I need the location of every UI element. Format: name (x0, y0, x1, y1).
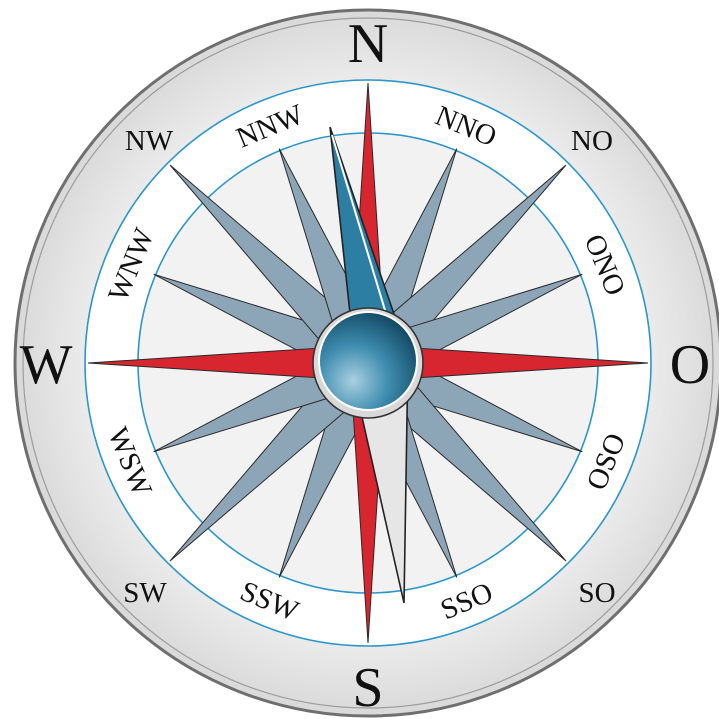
label-north: N (348, 13, 388, 75)
label-northeast: NO (571, 125, 613, 157)
label-south: S (352, 657, 383, 719)
label-southwest: SW (123, 577, 167, 609)
label-west: W (20, 334, 73, 396)
label-east: O (670, 334, 710, 396)
needle-hub (319, 312, 417, 410)
label-northwest: NW (125, 125, 174, 157)
label-southeast: SO (578, 577, 615, 609)
